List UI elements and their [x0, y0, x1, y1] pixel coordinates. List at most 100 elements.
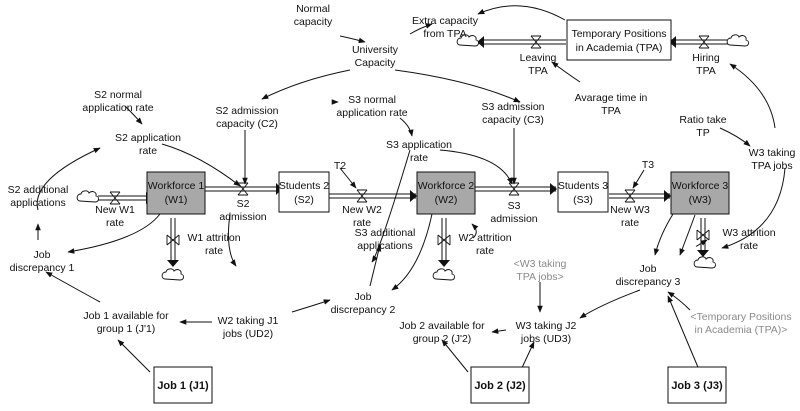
svg-text:capacity (C3): capacity (C3) [482, 114, 544, 126]
svg-text:Extra capacity: Extra capacity [412, 15, 479, 27]
svg-text:rate: rate [476, 245, 494, 257]
svg-text:W3 taking J2: W3 taking J2 [516, 320, 577, 332]
svg-text:S3 additional: S3 additional [355, 227, 416, 239]
stock-workforce-2: Workforce 2 (W2) [416, 171, 476, 215]
svg-text:discrepancy 3: discrepancy 3 [616, 276, 681, 288]
svg-text:W1 attrition: W1 attrition [187, 232, 240, 244]
information-links [35, 5, 786, 373]
cloud-icon [161, 268, 184, 281]
svg-text:Job: Job [640, 263, 657, 275]
arrowhead-icon [669, 36, 676, 48]
svg-text:Job 2 available for: Job 2 available for [399, 320, 485, 332]
svg-text:New W2: New W2 [342, 204, 382, 216]
svg-text:rate: rate [139, 145, 157, 157]
valve-icon [698, 35, 710, 49]
svg-text:discrepancy 1: discrepancy 1 [10, 262, 75, 274]
clouds [76, 34, 749, 281]
svg-text:University: University [352, 44, 399, 56]
svg-text:Job: Job [34, 249, 51, 261]
valve-icon [109, 191, 121, 205]
svg-text:Job: Job [355, 291, 372, 303]
svg-text:TPA jobs: TPA jobs [751, 160, 792, 172]
svg-text:group 2 (J'2): group 2 (J'2) [413, 333, 472, 345]
valve-icon [624, 189, 636, 203]
svg-text:S3 application: S3 application [386, 139, 452, 151]
svg-text:Job 1 available for: Job 1 available for [83, 310, 169, 322]
label-t2: T2 [334, 160, 346, 172]
arrowhead-icon [664, 190, 671, 202]
stock-workforce-1: Workforce 1 (W1) [146, 171, 206, 215]
stock-tpa: Temporary Positions in Academia (TPA) [566, 19, 672, 61]
svg-text:S2 additional: S2 additional [8, 184, 69, 196]
svg-text:W2 attrition: W2 attrition [458, 232, 511, 244]
svg-text:S2: S2 [237, 198, 250, 210]
arrowhead-icon [167, 260, 179, 267]
svg-text:(W1): (W1) [165, 194, 188, 206]
svg-text:jobs (UD3): jobs (UD3) [520, 333, 571, 345]
svg-text:S2 normal: S2 normal [94, 89, 142, 101]
stock-students-2: Students 2 (S2) [278, 171, 330, 213]
svg-text:W2 taking J1: W2 taking J1 [218, 315, 279, 327]
valve-icon [508, 182, 520, 196]
svg-text:Normal: Normal [296, 3, 330, 15]
svg-text:(S2): (S2) [294, 194, 314, 206]
stock-job-2: Job 2 (J2) [470, 366, 530, 404]
svg-text:rate: rate [621, 217, 639, 229]
svg-text:W3 attrition: W3 attrition [722, 227, 775, 239]
svg-text:in Academia (TPA)>: in Academia (TPA)> [695, 324, 788, 336]
arrowhead-icon [697, 250, 709, 257]
svg-text:group 1 (J'1): group 1 (J'1) [97, 323, 156, 335]
svg-text:application rate: application rate [336, 107, 407, 119]
svg-text:from TPA: from TPA [423, 28, 466, 40]
valve-icon [696, 229, 710, 241]
svg-text:Leaving: Leaving [520, 52, 557, 64]
valve-icon [237, 182, 249, 196]
svg-text:S3: S3 [508, 200, 521, 212]
svg-text:Ratio take: Ratio take [679, 114, 726, 126]
svg-text:admission: admission [490, 213, 537, 225]
valve-icon [437, 234, 451, 246]
valve-icon [166, 234, 180, 246]
svg-text:S2 admission: S2 admission [215, 105, 278, 117]
valve-icon [356, 189, 368, 203]
svg-text:(W2): (W2) [435, 194, 458, 206]
svg-text:New W1: New W1 [95, 204, 135, 216]
svg-text:discrepancy 2: discrepancy 2 [331, 304, 396, 316]
svg-text:rate: rate [106, 217, 124, 229]
stock-workforce-3: Workforce 3 (W3) [670, 171, 730, 215]
svg-text:New W3: New W3 [610, 204, 650, 216]
svg-text:<Temporary Positions: <Temporary Positions [690, 311, 791, 323]
svg-text:T2: T2 [334, 160, 346, 172]
svg-text:Workforce 2: Workforce 2 [418, 180, 475, 192]
svg-text:application rate: application rate [82, 102, 153, 114]
valve-icon [530, 35, 542, 49]
svg-text:T3: T3 [642, 159, 654, 171]
arrowhead-icon [410, 190, 417, 202]
stock-students-3: Students 3 (S3) [557, 171, 609, 213]
svg-text:TP: TP [696, 127, 709, 139]
